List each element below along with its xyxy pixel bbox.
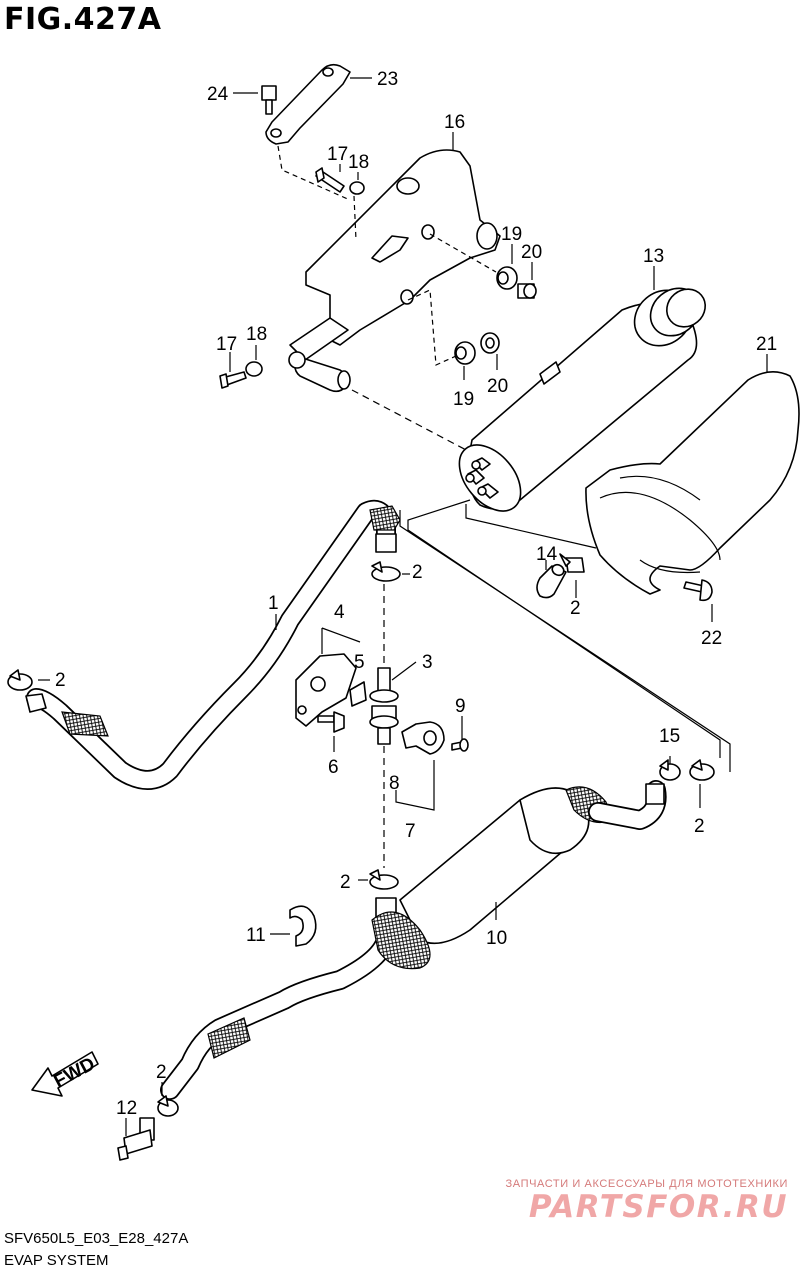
surge-tank-10 xyxy=(371,780,667,970)
callout-16: 16 xyxy=(444,112,465,133)
callout-9: 9 xyxy=(455,696,466,717)
bolt-24 xyxy=(261,85,277,115)
callout-6: 6 xyxy=(328,757,339,778)
collar-20-lower xyxy=(480,332,500,354)
callout-18-lower: 18 xyxy=(246,324,267,345)
leader-dashed xyxy=(429,233,497,273)
callout-20-lower: 20 xyxy=(487,376,508,397)
callout-17-upper: 17 xyxy=(327,144,348,165)
callout-14: 14 xyxy=(536,544,558,565)
watermark: ЗАПЧАСТИ И АКСЕССУАРЫ ДЛЯ МОТОТЕХНИКИ PA… xyxy=(506,1178,788,1224)
routing-line xyxy=(407,499,721,758)
grommet-19-upper xyxy=(496,266,518,290)
leader-dashed xyxy=(277,145,351,201)
callout-7: 7 xyxy=(405,821,416,842)
callout-20-upper: 20 xyxy=(521,242,542,263)
callout-2-right: 2 xyxy=(694,816,705,837)
clip-11 xyxy=(289,905,317,947)
footer: SFV650L5_E03_E28_427A EVAP SYSTEM xyxy=(4,1228,188,1272)
callout-11: 11 xyxy=(246,925,266,946)
callout-23: 23 xyxy=(377,69,398,90)
leader-dashed xyxy=(407,289,457,366)
hose-clamp-2-right xyxy=(689,759,715,781)
callout-19-lower: 19 xyxy=(453,389,474,410)
callout-2-plug: 2 xyxy=(570,598,581,619)
callout-19-upper: 19 xyxy=(501,224,522,245)
fwd-direction-arrow: FWD xyxy=(31,1051,99,1097)
figure-title: FIG.427A xyxy=(4,2,162,37)
canister-nozzle xyxy=(465,469,485,485)
callout-3: 3 xyxy=(422,652,433,673)
canister-cover-21 xyxy=(585,371,800,595)
footer-system: EVAP SYSTEM xyxy=(4,1252,109,1269)
bolt-17-upper xyxy=(315,167,345,193)
callout-2-bottom: 2 xyxy=(156,1062,167,1083)
callout-8: 8 xyxy=(389,773,400,794)
leader-line xyxy=(465,504,597,549)
bolt-6 xyxy=(317,711,345,733)
callout-12: 12 xyxy=(116,1098,137,1119)
canister-nozzle xyxy=(471,457,491,471)
collar-20-upper xyxy=(517,283,537,299)
callout-22: 22 xyxy=(701,628,722,649)
hose-clamp-2-lower-center xyxy=(369,869,399,890)
callout-4: 4 xyxy=(334,602,345,623)
footer-code: SFV650L5_E03_E28_427A xyxy=(4,1230,189,1247)
callout-18-upper: 18 xyxy=(348,152,369,173)
purge-valve-3 xyxy=(369,667,399,745)
fwd-label: FWD xyxy=(50,1054,98,1093)
canister-nozzle xyxy=(477,483,499,499)
callout-24: 24 xyxy=(207,84,229,105)
hose-clamp-2-bottom xyxy=(157,1095,179,1117)
washer-18-upper xyxy=(349,181,365,195)
callout-2-lower-center: 2 xyxy=(340,872,351,893)
washer-18-lower xyxy=(245,361,263,377)
callout-13: 13 xyxy=(643,246,664,267)
callout-10: 10 xyxy=(486,928,507,949)
hose-1 xyxy=(25,499,401,790)
hose-clamp-2-under-hose1 xyxy=(371,561,401,582)
callout-15: 15 xyxy=(659,726,680,747)
callout-5: 5 xyxy=(354,652,365,673)
callout-17-lower: 17 xyxy=(216,334,237,355)
callout-2-hose1-end: 2 xyxy=(412,562,423,583)
watermark-caption: ЗАПЧАСТИ И АКСЕССУАРЫ ДЛЯ МОТОТЕХНИКИ xyxy=(505,1178,788,1190)
evap-canister-13 xyxy=(458,287,706,512)
leader-dashed xyxy=(353,195,357,241)
bolt-9 xyxy=(451,738,469,752)
watermark-logo: PARTSFOR.RU xyxy=(528,1189,788,1225)
hose-clamp-2-upper-right xyxy=(559,553,585,573)
callout-1: 1 xyxy=(268,593,279,614)
hose-clamp-2-left xyxy=(7,669,33,691)
leader-line xyxy=(391,661,417,681)
valve-bracket-4 xyxy=(295,653,357,727)
leader-dashed xyxy=(351,389,471,453)
plug-14 xyxy=(536,563,567,599)
leader-line xyxy=(321,627,361,643)
routing-line xyxy=(399,510,731,772)
hose-lower xyxy=(160,897,397,1100)
bolt-17-lower xyxy=(219,371,247,389)
callout-21: 21 xyxy=(756,334,777,355)
bracket-23 xyxy=(265,63,351,145)
grommet-19-lower xyxy=(454,341,476,365)
clip-5 xyxy=(349,681,367,707)
clamp-8 xyxy=(401,721,445,755)
leader-line xyxy=(395,760,435,811)
canister-bracket-16 xyxy=(288,149,501,393)
fitting-12 xyxy=(117,1117,155,1161)
callout-2-left: 2 xyxy=(55,670,66,691)
screw-22 xyxy=(683,579,713,602)
